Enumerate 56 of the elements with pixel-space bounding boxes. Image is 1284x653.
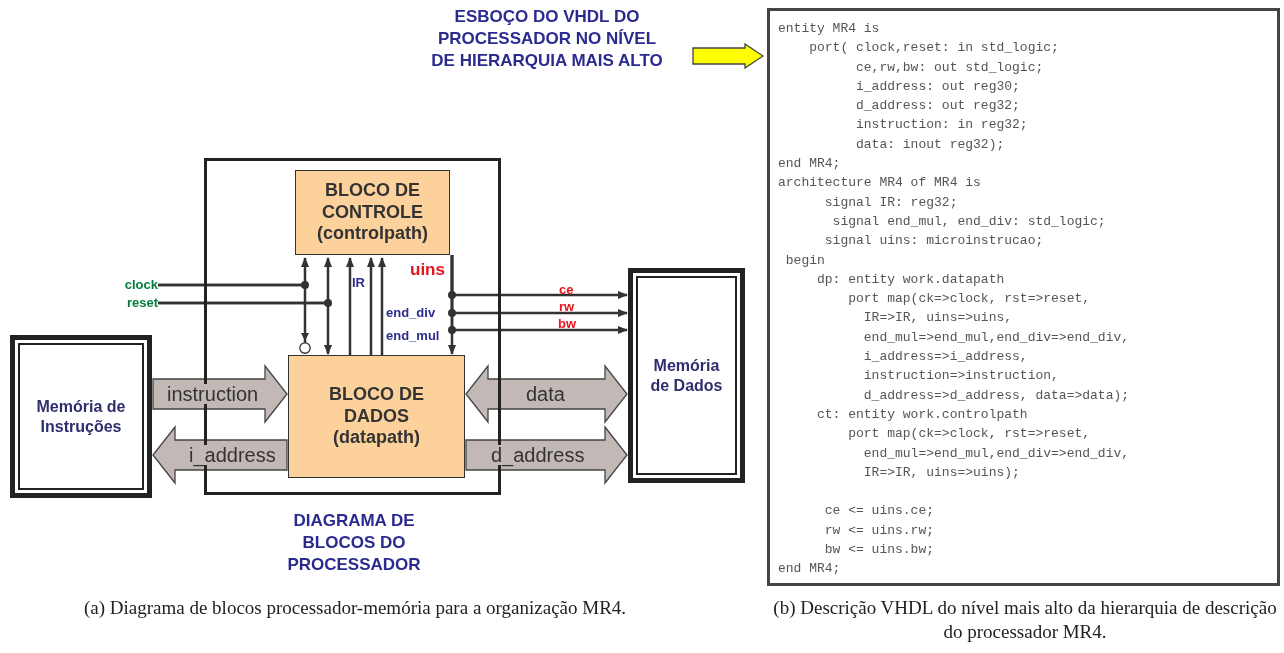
- code-line: port map(ck=>clock, rst=>reset,: [847, 425, 1092, 444]
- edge-label: i_address: [187, 445, 278, 465]
- code-line: i_address: out reg30;: [855, 77, 1021, 96]
- edge-label: d_address: [489, 445, 587, 465]
- code-panel: [767, 8, 1280, 586]
- heading: ESBOÇO DO VHDL DO PROCESSADOR NO NÍVEL DE HIERARQUIA MAIS ALTO: [405, 6, 689, 106]
- code-line: begin: [784, 251, 826, 270]
- code-line: ct: entity work.controlpath: [816, 405, 1029, 424]
- signal-name: reset: [100, 294, 158, 312]
- code-line: signal IR: reg32;: [823, 193, 959, 212]
- arrow: [158, 283, 311, 354]
- code-line: ce <= uins.ce;: [823, 502, 936, 521]
- code-line: end_mul=>end_mul,end_div=>end_div,: [862, 328, 1131, 347]
- edge-label: IR: [352, 275, 365, 290]
- edge-label: end_mul: [386, 328, 440, 343]
- control-block: BLOCO DE CONTROLE (controlpath): [295, 170, 450, 255]
- code-line: end MR4;: [778, 155, 842, 174]
- code-line: signal end_mul, end_div: std_logic;: [831, 212, 1107, 231]
- edge-label: data: [524, 384, 567, 404]
- arrow: [367, 257, 375, 355]
- code-line: rw <= uins.rw;: [823, 521, 936, 540]
- code-line: instruction=>instruction,: [862, 367, 1060, 386]
- code-line: d_address: out reg32;: [855, 97, 1021, 116]
- code-line: i_address=>i_address,: [862, 348, 1029, 367]
- code-line: dp: entity work.datapath: [816, 270, 1006, 289]
- edge-label: rw: [559, 299, 575, 314]
- code-line: architecture MR4 of MR4 is: [778, 174, 982, 193]
- arrow: [158, 301, 332, 355]
- arrow: [450, 255, 628, 334]
- code-line: end MR4;: [778, 560, 842, 579]
- arrow: [378, 257, 386, 355]
- code-line: port map(ck=>clock, rst=>reset,: [847, 290, 1092, 309]
- block-title: DIAGRAMA DE BLOCOS DO PROCESSADOR: [286, 510, 422, 577]
- code-line: bw <= uins.bw;: [823, 541, 936, 559]
- code-line: data: inout reg32);: [855, 135, 1006, 154]
- block-arrow: [692, 42, 765, 70]
- data-memory-box: Memória de Dados: [628, 268, 745, 483]
- code-line: entity MR4 is: [778, 20, 881, 38]
- code-line: IR=>IR, uins=>uins,: [862, 309, 1014, 328]
- code-line: instruction: in reg32;: [855, 116, 1029, 135]
- edge-label: bw: [558, 316, 577, 331]
- code-line: d_address=>d_address, data=>data);: [862, 386, 1131, 405]
- edge-label: uins: [410, 260, 445, 280]
- code-line: signal uins: microinstrucao;: [823, 232, 1045, 251]
- edge-label: end_div: [386, 305, 436, 320]
- code-line: end_mul=>end_mul,end_div=>end_div,: [862, 444, 1131, 463]
- code-line: ce,rw,bw: out std_logic;: [855, 58, 1045, 77]
- code-line: port( clock,reset: in std_logic;: [808, 39, 1060, 58]
- caption: (b) Descrição VHDL do nível mais alto da hierarquia de descrição do processador MR4.: [772, 596, 1278, 644]
- code-line: IR=>IR, uins=>uins);: [862, 463, 1021, 482]
- signal-name: clock: [100, 276, 158, 294]
- datapath-block: BLOCO DE DADOS (datapath): [288, 355, 465, 478]
- edge-label: ce: [559, 282, 574, 297]
- instruction-memory-box: Memória de Instruções: [10, 335, 152, 498]
- arrow: [346, 257, 354, 355]
- caption: (a) Diagrama de blocos processador-memória para a organização MR4.: [82, 596, 628, 620]
